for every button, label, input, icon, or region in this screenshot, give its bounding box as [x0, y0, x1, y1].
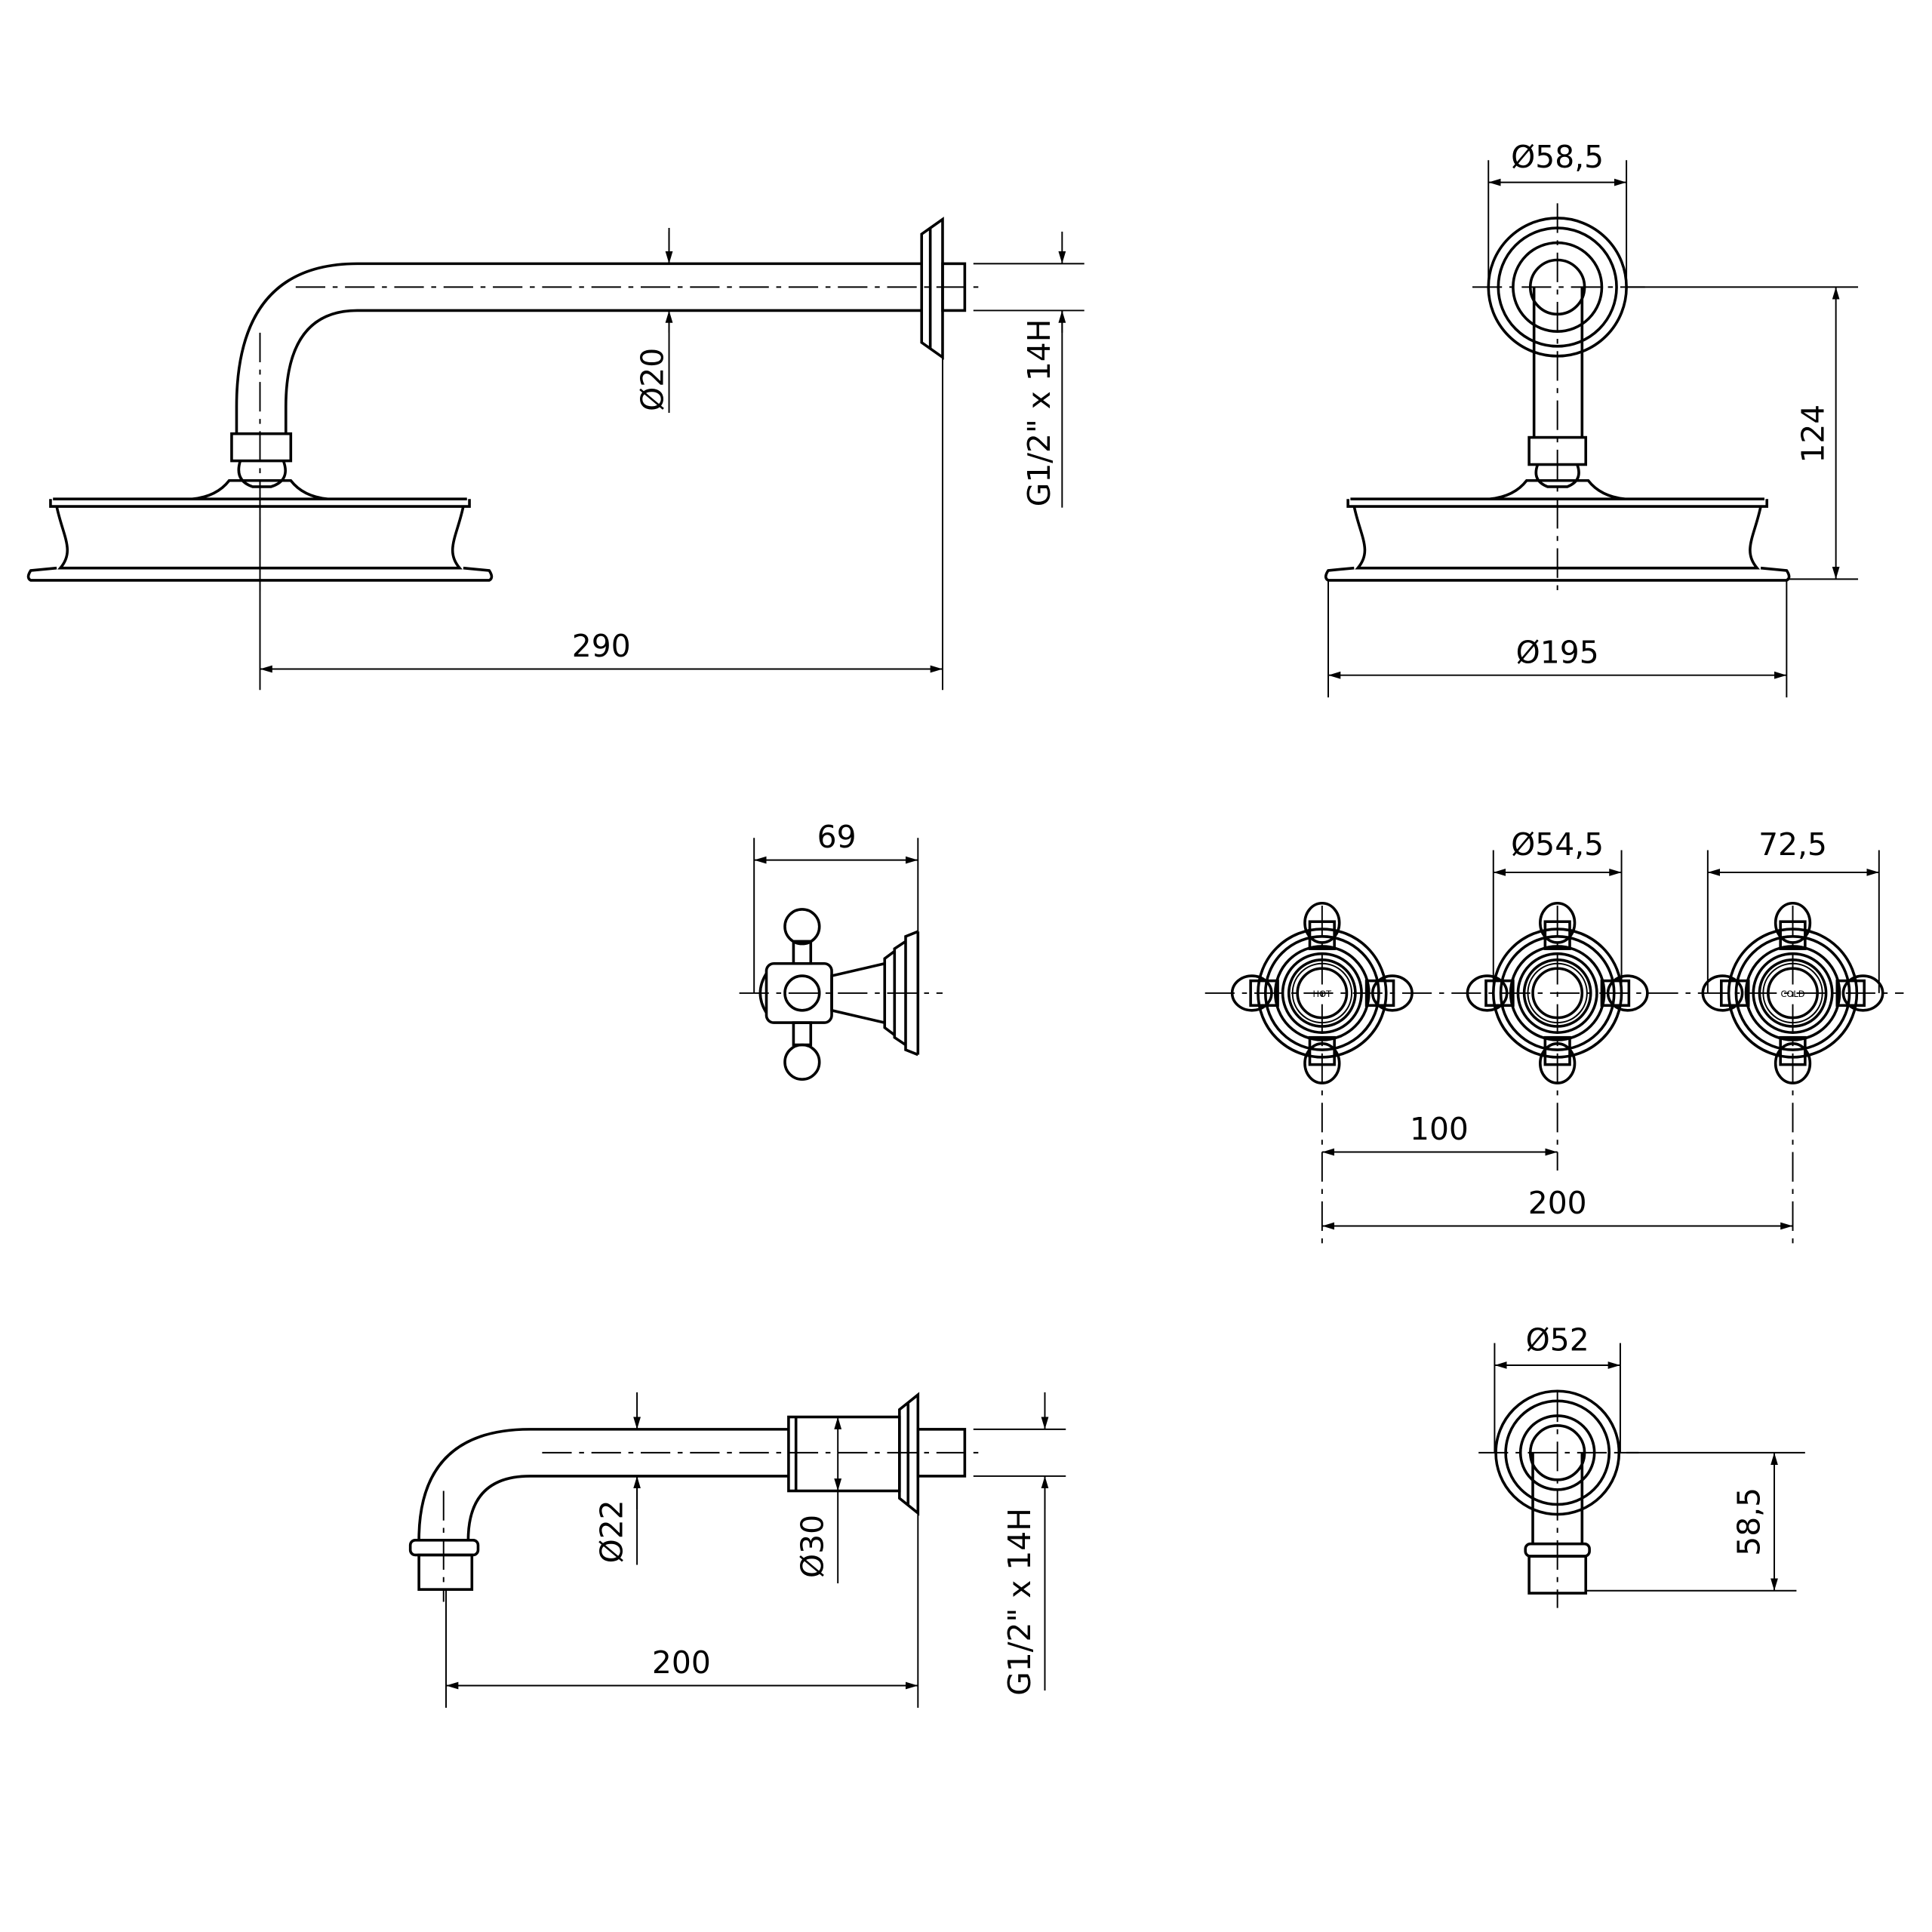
shower-arm-side-view: Ø20 G1/2" x 14H 290: [26, 217, 1084, 691]
rose-diameter-label: Ø54,5: [1511, 826, 1604, 863]
handles-front-view: HOT COLD Ø54,5 72,5 100 200: [1204, 826, 1904, 1247]
cold-handle: COLD: [1701, 901, 1884, 1084]
spout-side-view: Ø22 Ø30 G1/2" x 14H 200: [408, 1392, 1066, 1708]
hot-handle: HOT: [1230, 901, 1414, 1084]
spout-height-label: 58,5: [1730, 1487, 1767, 1556]
spout-front-view: Ø52 58,5: [1478, 1321, 1805, 1608]
hot-label: HOT: [1313, 989, 1332, 999]
spout-flange-diameter-label: Ø52: [1526, 1321, 1589, 1358]
spacing-label: 100: [1410, 1111, 1469, 1147]
spout-thread-label: G1/2" x 14H: [1001, 1508, 1038, 1696]
spout-diameter-label: Ø22: [593, 1500, 629, 1563]
arm-diameter-label: Ø20: [634, 348, 670, 411]
spout-projection-label: 200: [652, 1644, 711, 1681]
total-spacing-label: 200: [1528, 1185, 1587, 1221]
handle-depth-label: 69: [817, 819, 857, 855]
arm-thread-label: G1/2" x 14H: [1021, 319, 1057, 507]
handle-side-view: 69: [739, 819, 943, 1081]
cold-label: COLD: [1780, 989, 1804, 999]
arm-projection-label: 290: [572, 628, 631, 664]
body-diameter-label: Ø30: [795, 1515, 831, 1578]
handle-span-label: 72,5: [1758, 826, 1827, 863]
flange-diameter-label: Ø58,5: [1511, 139, 1604, 175]
head-height-label: 124: [1795, 405, 1831, 463]
shower-head-front-view: Ø58,5 124 Ø195: [1324, 139, 1859, 698]
head-diameter-label: Ø195: [1516, 634, 1599, 670]
